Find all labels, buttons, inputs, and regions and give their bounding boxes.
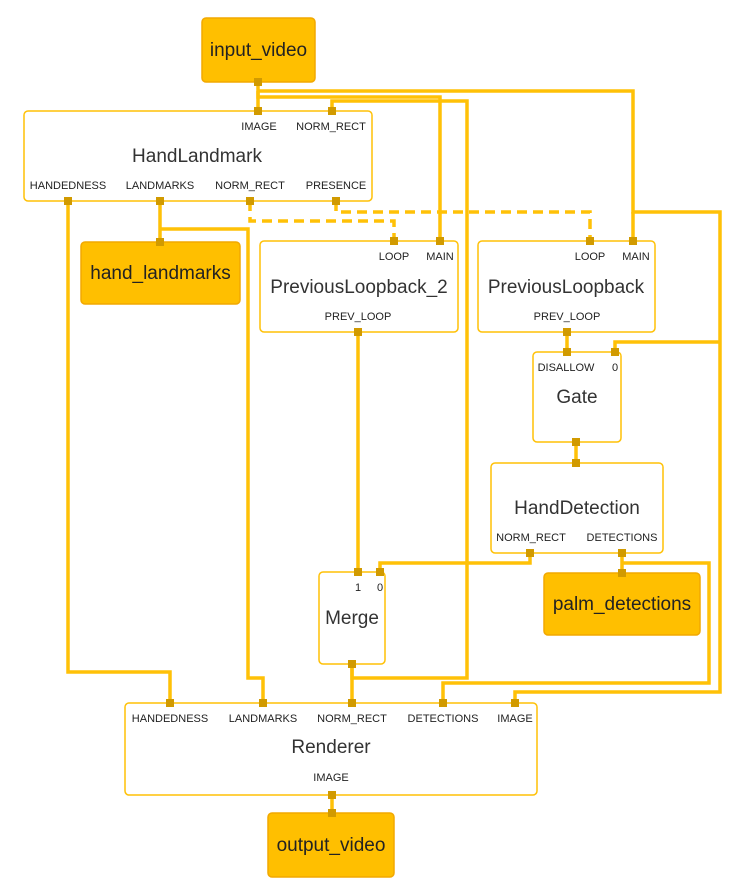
port-label-normrect-in: NORM_RECT — [296, 121, 366, 133]
port-prevloopback2-main-in[interactable] — [436, 237, 444, 245]
port-handdetection-in[interactable] — [572, 459, 580, 467]
node-hand-landmark-title: HandLandmark — [132, 146, 262, 167]
node-renderer[interactable]: Renderer HANDEDNESS LANDMARKS NORM_RECT … — [124, 702, 538, 796]
node-merge[interactable]: Merge 1 0 — [318, 571, 386, 665]
port-label-normrect-out: NORM_RECT — [215, 180, 285, 192]
node-gate-title: Gate — [556, 387, 597, 408]
stream-hand-landmarks-label: hand_landmarks — [90, 263, 230, 284]
port-merge-out[interactable] — [348, 660, 356, 668]
port-label-normrect-in: NORM_RECT — [317, 713, 387, 725]
stream-palm-detections-label: palm_detections — [553, 594, 691, 615]
edge-input-video-to-gate-0 — [613, 340, 720, 352]
edge-handedness-to-renderer — [66, 201, 172, 715]
port-label-image-out: IMAGE — [313, 772, 348, 784]
port-label-main-in: MAIN — [622, 251, 650, 263]
node-merge-title: Merge — [325, 608, 379, 629]
stream-palm-detections[interactable]: palm_detections — [543, 572, 701, 636]
port-label-prevloop-out: PREV_LOOP — [534, 311, 601, 323]
edge-input-video-to-renderer-image — [258, 89, 722, 715]
port-handlandmark-image-in[interactable] — [254, 107, 262, 115]
port-gate-out[interactable] — [572, 438, 580, 446]
port-label-landmarks-in: LANDMARKS — [229, 713, 297, 725]
port-label-landmarks-out: LANDMARKS — [126, 180, 194, 192]
ports — [64, 78, 637, 817]
port-label-0-in: 0 — [377, 582, 383, 594]
edge-presence-to-prevloopback-loop — [334, 201, 592, 241]
port-prevloopback-main-in[interactable] — [629, 237, 637, 245]
port-palm-detections-in[interactable] — [618, 569, 626, 577]
port-label-disallow-in: DISALLOW — [538, 362, 595, 374]
port-prevloopback2-prevloop-out[interactable] — [354, 328, 362, 336]
node-previous-loopback-2[interactable]: PreviousLoopback_2 LOOP MAIN PREV_LOOP — [259, 240, 459, 333]
port-label-1-in: 1 — [355, 582, 361, 594]
node-gate[interactable]: Gate DISALLOW 0 — [532, 351, 622, 443]
node-previous-loopback-2-title: PreviousLoopback_2 — [270, 277, 447, 298]
node-previous-loopback-title: PreviousLoopback — [488, 277, 645, 298]
edge-handdetection-normrect-to-merge-0 — [378, 553, 532, 572]
stream-output-video[interactable]: output_video — [267, 812, 395, 878]
port-handdetection-detections-out[interactable] — [618, 549, 626, 557]
port-renderer-image-out[interactable] — [328, 791, 336, 799]
port-handlandmark-presence-out[interactable] — [332, 197, 340, 205]
port-renderer-handedness-in[interactable] — [166, 699, 174, 707]
edge-input-video-to-prevloopback2-main — [256, 91, 442, 241]
port-prevloopback-prevloop-out[interactable] — [563, 328, 571, 336]
stream-input-video[interactable]: input_video — [201, 17, 316, 83]
port-output-video-in[interactable] — [328, 809, 336, 817]
node-hand-landmark[interactable]: HandLandmark IMAGE NORM_RECT HANDEDNESS … — [23, 110, 373, 202]
edge-detections-to-renderer — [441, 561, 711, 715]
port-handlandmark-handedness-out[interactable] — [64, 197, 72, 205]
port-handdetection-normrect-out[interactable] — [526, 549, 534, 557]
port-label-prevloop-out: PREV_LOOP — [325, 311, 392, 323]
port-gate-disallow-in[interactable] — [563, 348, 571, 356]
port-handlandmark-normrect-out[interactable] — [246, 197, 254, 205]
port-label-normrect-out: NORM_RECT — [496, 532, 566, 544]
port-handlandmark-normrect-in[interactable] — [328, 107, 336, 115]
port-handlandmark-landmarks-out[interactable] — [156, 197, 164, 205]
port-label-loop-in: LOOP — [379, 251, 410, 263]
edge-normrect-to-prevloopback2-loop — [248, 201, 396, 241]
node-hand-detection-title: HandDetection — [514, 498, 640, 519]
node-hand-detection[interactable]: HandDetection NORM_RECT DETECTIONS — [490, 462, 664, 554]
port-label-0-in: 0 — [612, 362, 618, 374]
port-gate-0-in[interactable] — [611, 348, 619, 356]
node-renderer-title: Renderer — [291, 737, 371, 758]
port-renderer-landmarks-in[interactable] — [259, 699, 267, 707]
port-renderer-image-in[interactable] — [511, 699, 519, 707]
port-label-detections-in: DETECTIONS — [408, 713, 479, 725]
port-hand-landmarks-in[interactable] — [156, 238, 164, 246]
port-input-video-out[interactable] — [254, 78, 262, 86]
stream-hand-landmarks[interactable]: hand_landmarks — [80, 241, 241, 305]
stream-output-video-label: output_video — [277, 835, 386, 856]
port-renderer-normrect-in[interactable] — [348, 699, 356, 707]
port-label-loop-in: LOOP — [575, 251, 606, 263]
port-label-image-in: IMAGE — [241, 121, 276, 133]
edges — [66, 82, 722, 813]
node-previous-loopback[interactable]: PreviousLoopback LOOP MAIN PREV_LOOP — [477, 240, 656, 333]
port-label-presence-out: PRESENCE — [306, 180, 367, 192]
port-label-handedness-out: HANDEDNESS — [30, 180, 106, 192]
port-prevloopback2-loop-in[interactable] — [390, 237, 398, 245]
port-merge-1-in[interactable] — [354, 568, 362, 576]
stream-input-video-label: input_video — [210, 40, 307, 61]
port-label-detections-out: DETECTIONS — [587, 532, 658, 544]
port-prevloopback-loop-in[interactable] — [586, 237, 594, 245]
port-label-image-in: IMAGE — [497, 713, 532, 725]
port-merge-0-in[interactable] — [376, 568, 384, 576]
port-renderer-detections-in[interactable] — [439, 699, 447, 707]
edge-landmarks-to-renderer — [160, 227, 265, 715]
port-label-main-in: MAIN — [426, 251, 454, 263]
port-label-handedness-in: HANDEDNESS — [132, 713, 208, 725]
